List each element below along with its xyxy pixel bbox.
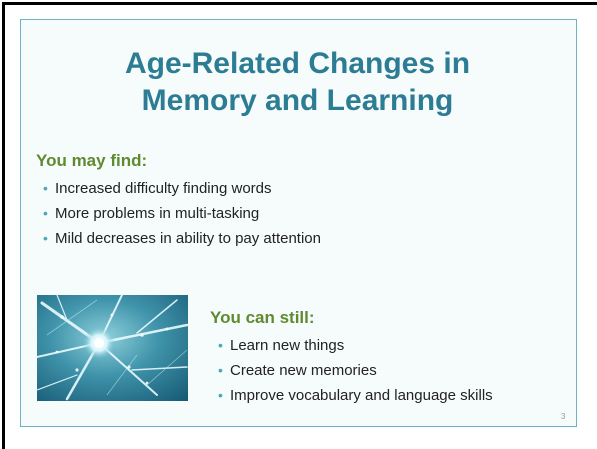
list-item: • Learn new things [218,333,493,358]
list-item: • Mild decreases in ability to pay attent… [43,226,321,251]
page-number: 3 [561,412,566,421]
list-item: • Improve vocabulary and language skills [218,383,493,408]
list-item-text: Create new memories [230,362,377,379]
bullet-icon: • [43,205,48,221]
bullet-list-you-may-find: • Increased difficulty finding words • Mor… [43,176,321,251]
window-edge-left [2,2,5,449]
bullet-icon: • [218,362,223,378]
window-edge-top [2,2,597,5]
bullet-list-you-can-still: • Learn new things • Create new memories •… [218,333,493,408]
section-heading-you-can-still: You can still: [210,308,315,327]
bullet-icon: • [43,180,48,196]
list-item-text: Improve vocabulary and language skills [230,387,493,404]
list-item-text: Learn new things [230,337,345,354]
list-item-text: Mild decreases in ability to pay attenti… [55,230,321,247]
list-item: • Increased difficulty finding words [43,176,321,201]
slide-title-line1: Age-Related Changes in [124,47,471,80]
section-heading-you-may-find: You may find: [36,151,148,170]
bullet-icon: • [43,230,48,246]
neuron-network-image [37,295,188,401]
list-item: • Create new memories [218,358,493,383]
bullet-icon: • [218,387,223,403]
list-item-text: More problems in multi-tasking [55,205,260,222]
list-item-text: Increased difficulty finding words [55,180,272,197]
slide-title: Age-Related Changes in Memory and Learni… [20,45,575,119]
bullet-icon: • [218,337,223,353]
slide-title-line2: Memory and Learning [141,84,454,117]
list-item: • More problems in multi-tasking [43,201,321,226]
